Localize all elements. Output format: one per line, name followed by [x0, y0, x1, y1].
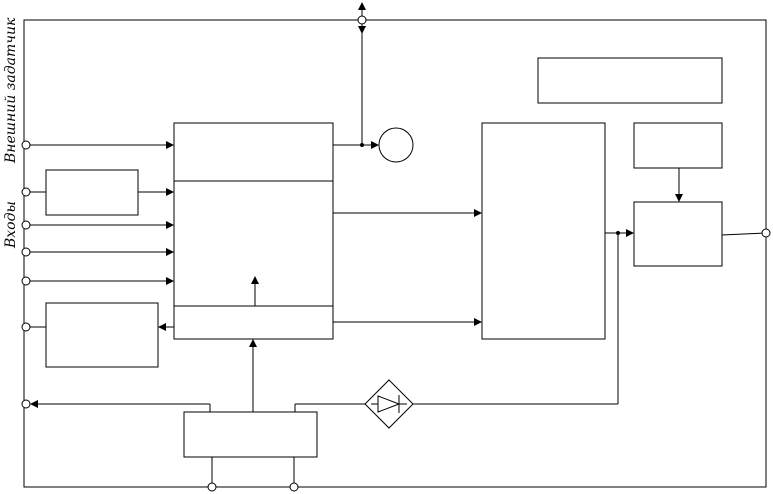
controller-block — [173, 122, 334, 340]
processing-block — [481, 122, 606, 340]
label-inputs: Входы — [3, 201, 19, 249]
top-terminal — [357, 15, 367, 25]
indicator-lamp — [378, 127, 414, 163]
label-external-setpoint: Внешний задатчик — [3, 17, 19, 164]
input-terminal-1 — [21, 187, 31, 197]
power-terminal-2 — [289, 482, 299, 492]
input-terminal-3 — [21, 247, 31, 257]
power-terminal-1 — [207, 482, 217, 492]
power-supply-block — [183, 411, 318, 458]
display-block — [537, 57, 723, 104]
setpoint-block — [633, 122, 723, 169]
output-stage-block — [633, 201, 723, 267]
main-output-terminal — [761, 228, 771, 238]
output-module-block — [45, 302, 159, 368]
diode-icon — [377, 395, 401, 413]
ground-terminal-left — [21, 399, 31, 409]
setpoint-input-terminal — [21, 140, 31, 150]
input-module-block — [45, 169, 139, 216]
output-terminal — [21, 322, 31, 332]
input-terminal-2 — [21, 220, 31, 230]
input-terminal-4 — [21, 276, 31, 286]
